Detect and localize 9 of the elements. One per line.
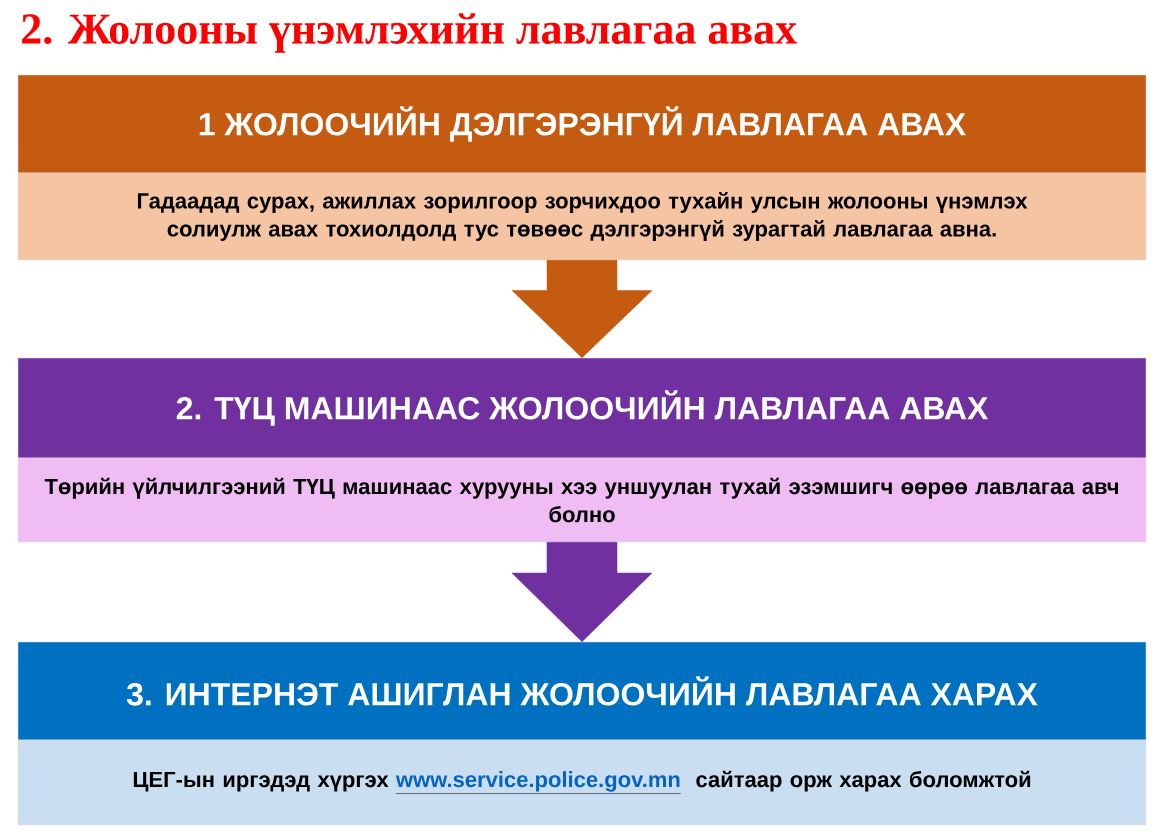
step-header: 1 ЖОЛООЧИЙН ДЭЛГЭРЭНГҮЙ ЛАВЛАГАА АВАХ	[17, 74, 1147, 174]
step-header: 2. ТҮЦ МАШИНААС ЖОЛООЧИЙН ЛАВЛАГАА АВАХ	[17, 357, 1147, 459]
step-description: ЦЕГ-ын иргэдэд хүргэх www.service.police.gov.mn сайтаар орж харах боломжтой	[17, 739, 1147, 826]
step-description: Төрийн үйлчилгээний ТҮЦ машинаас хурууны хээ уншуулан тухай эзэмшигч өөрөө лавлагаа авч болно	[17, 457, 1147, 543]
title: 2. Жолооны үнэмлэхийн лавлагаа авах	[22, 13, 797, 53]
block-arrow	[511, 542, 653, 642]
step-description: Гадаадад сурах, ажиллах зорилгоор зорчихдоо тухайн улсын жолооны үнэмлэх солиулж авах тохиолдолд тус төвөөс дэлгэрэнгүй зурагтай лавлагаа авна.	[17, 172, 1147, 261]
step-header: 3. ИНТЕРНЭТ АШИГЛАН ЖОЛООЧИЙН ЛАВЛАГАА ХАРАХ	[17, 641, 1147, 741]
block-arrow	[511, 260, 653, 358]
